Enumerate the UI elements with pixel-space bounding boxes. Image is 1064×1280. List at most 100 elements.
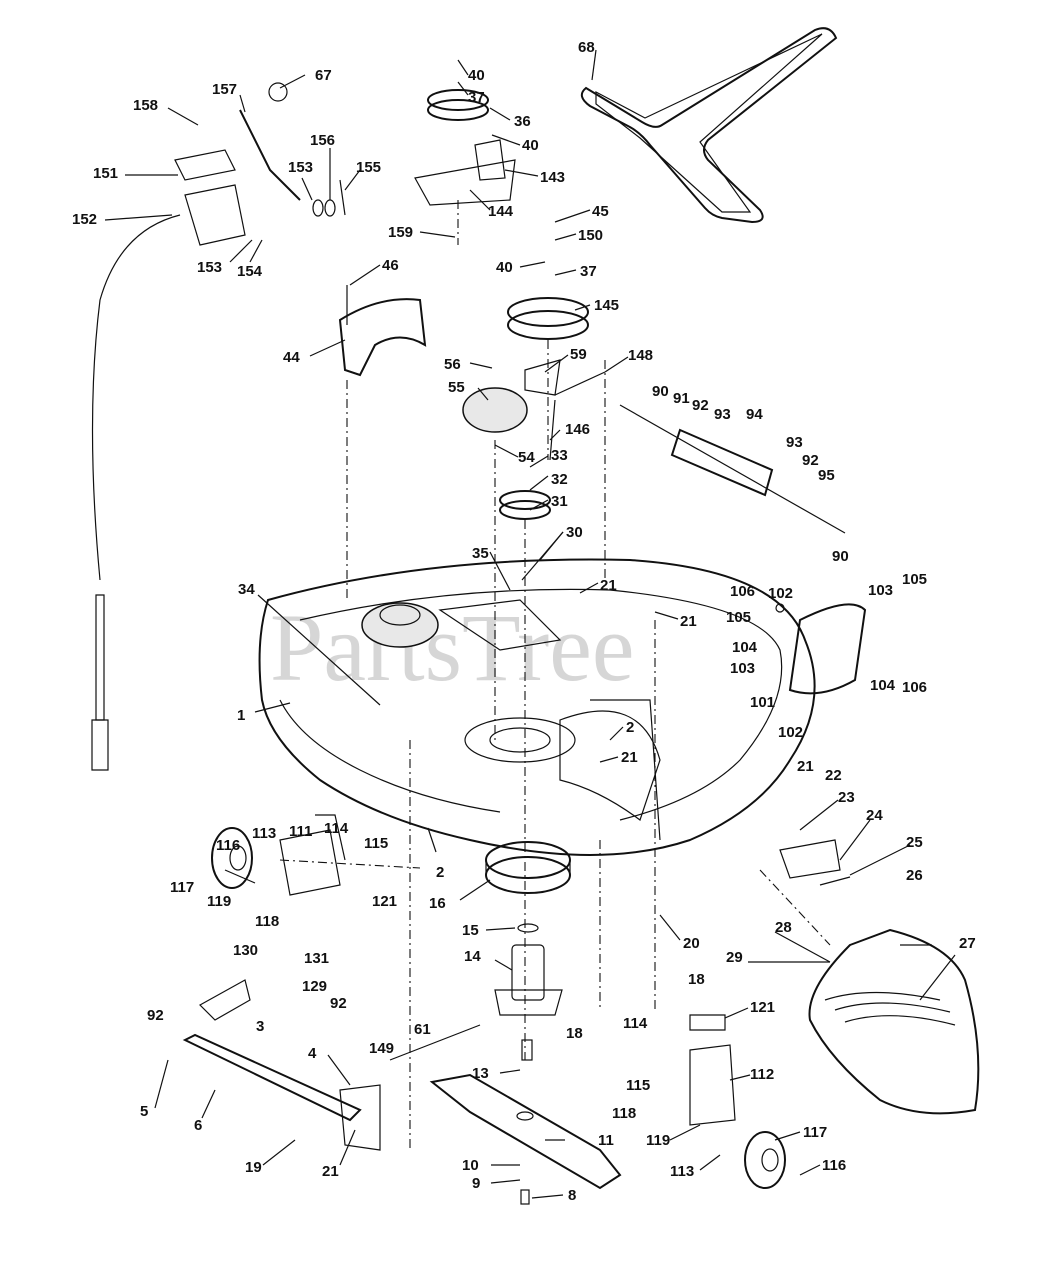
- callout-21: 21: [600, 577, 617, 594]
- callout-34: 34: [238, 581, 255, 598]
- callout-54: 54: [518, 449, 535, 466]
- callout-28: 28: [775, 919, 792, 936]
- callout-113b: 113: [670, 1163, 694, 1180]
- callout-91: 91: [673, 390, 690, 407]
- callout-101: 101: [750, 694, 775, 711]
- callout-116: 116: [216, 837, 240, 854]
- callout-113: 113: [252, 825, 276, 842]
- callout-146: 146: [565, 421, 590, 438]
- callout-19: 19: [245, 1159, 262, 1176]
- callout-116b: 116: [822, 1157, 846, 1174]
- callout-40: 40: [468, 67, 485, 84]
- callout-115b: 115: [626, 1077, 650, 1094]
- callout-23: 23: [838, 789, 855, 806]
- callout-92d: 92: [330, 995, 347, 1012]
- callout-105b: 105: [902, 571, 927, 588]
- discharge-chute: [808, 928, 980, 1115]
- callout-93: 93: [714, 406, 731, 423]
- callout-26: 26: [906, 867, 923, 884]
- callout-92b: 92: [802, 452, 819, 469]
- callout-9: 9: [472, 1175, 480, 1192]
- callout-90: 90: [652, 383, 669, 400]
- callout-6: 6: [194, 1117, 202, 1134]
- callout-112: 112: [750, 1066, 774, 1083]
- callout-157: 157: [212, 81, 237, 98]
- mower-deck: [258, 558, 816, 856]
- callout-44: 44: [283, 349, 300, 366]
- callout-3: 3: [256, 1018, 264, 1035]
- callout-56: 56: [444, 356, 461, 373]
- callout-118b: 118: [612, 1105, 636, 1122]
- callout-36: 36: [514, 113, 531, 130]
- callout-150: 150: [578, 227, 603, 244]
- callout-21d: 21: [797, 758, 814, 775]
- callout-129: 129: [302, 978, 327, 995]
- callout-46: 46: [382, 257, 399, 274]
- callout-20: 20: [683, 935, 700, 952]
- callout-114b: 114: [623, 1015, 648, 1032]
- callout-151: 151: [93, 165, 118, 182]
- callout-21e: 21: [322, 1163, 339, 1180]
- mount-bracket: [338, 285, 427, 377]
- callout-148: 148: [628, 347, 653, 364]
- callout-111: 111: [289, 823, 312, 840]
- callout-103: 103: [868, 582, 893, 599]
- callout-13: 13: [472, 1065, 489, 1082]
- callout-104: 104: [732, 639, 758, 656]
- left-gauge-wheel: [211, 814, 346, 896]
- callout-106: 106: [730, 583, 755, 600]
- callout-4: 4: [308, 1045, 317, 1062]
- callout-153b: 153: [197, 259, 222, 276]
- callout-11: 11: [598, 1132, 614, 1149]
- callout-114: 114: [324, 820, 349, 837]
- callout-119: 119: [207, 893, 231, 910]
- callout-14: 14: [464, 948, 481, 965]
- callout-37: 37: [468, 89, 485, 106]
- callout-149: 149: [369, 1040, 394, 1057]
- belt-guard: [775, 603, 867, 695]
- callout-158: 158: [133, 97, 158, 114]
- callout-40b: 40: [522, 137, 539, 154]
- idler-spring: [619, 404, 846, 534]
- callout-92: 92: [692, 397, 709, 414]
- callout-145: 145: [594, 297, 619, 314]
- spindle-assembly: [485, 841, 571, 1061]
- callout-154: 154: [237, 263, 263, 280]
- drive-belt: [580, 27, 838, 224]
- callout-118: 118: [255, 913, 279, 930]
- callout-21c: 21: [621, 749, 638, 766]
- callout-93b: 93: [786, 434, 803, 451]
- callout-5: 5: [140, 1103, 148, 1120]
- callout-115: 115: [364, 835, 388, 852]
- callout-37b: 37: [580, 263, 597, 280]
- lift-lever-assembly: [91, 82, 346, 771]
- callout-153: 153: [288, 159, 313, 176]
- callout-61: 61: [414, 1021, 431, 1038]
- callout-94: 94: [746, 406, 763, 423]
- callout-117b: 117: [803, 1124, 827, 1141]
- callout-1: 1: [237, 707, 245, 724]
- callout-32: 32: [551, 471, 568, 488]
- callout-16: 16: [429, 895, 446, 912]
- callout-2: 2: [626, 719, 634, 736]
- alignment-lines: [279, 200, 831, 1150]
- callout-21b: 21: [680, 613, 697, 630]
- callout-27: 27: [959, 935, 976, 952]
- chute-bracket: [779, 839, 851, 886]
- callout-121: 121: [372, 893, 397, 910]
- callout-29: 29: [726, 949, 743, 966]
- callout-144: 144: [488, 203, 514, 220]
- watermark: PartsTree: [270, 594, 634, 701]
- callout-8: 8: [568, 1187, 576, 1204]
- callout-104b: 104: [870, 677, 896, 694]
- callout-152: 152: [72, 211, 97, 228]
- callout-25: 25: [906, 834, 923, 851]
- callout-68: 68: [578, 39, 595, 56]
- callout-159: 159: [388, 224, 413, 241]
- callout-143: 143: [540, 169, 565, 186]
- callout-15: 15: [462, 922, 479, 939]
- callout-92c: 92: [147, 1007, 164, 1024]
- callout-55: 55: [448, 379, 465, 396]
- front-link-bar: [182, 979, 481, 1151]
